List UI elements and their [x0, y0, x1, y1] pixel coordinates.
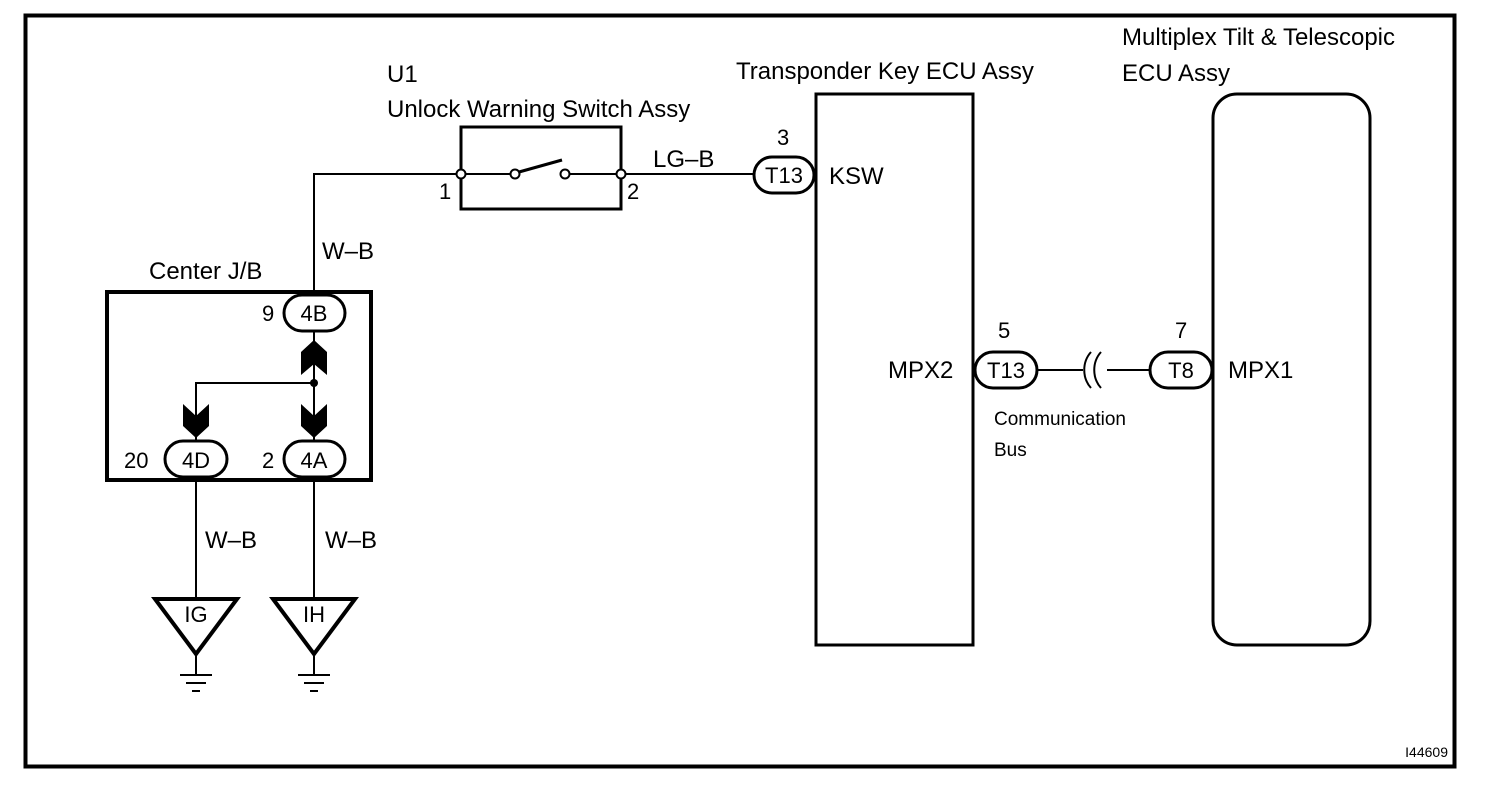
switch-name: Unlock Warning Switch Assy: [387, 96, 690, 123]
jb-internal-branch: [195, 382, 314, 440]
transponder-ecu-name: Transponder Key ECU Assy: [736, 58, 1034, 85]
switch-body: [459, 125, 623, 211]
ground-ih-label: IH: [303, 602, 325, 627]
connector-4a: [282, 439, 347, 479]
wire-break-icon: [1083, 351, 1102, 389]
ground-ig: IG: [151, 597, 241, 692]
connector-4d: [163, 439, 229, 479]
jb-4b-pin: 9: [262, 301, 274, 326]
connector-4b-label: 4B: [301, 301, 328, 326]
ground-ig-label: IG: [184, 602, 207, 627]
diagram-frame: [23, 13, 1457, 769]
connector-t13-ksw-label: T13: [765, 163, 803, 188]
bus-label-line1: Communication: [994, 409, 1126, 430]
wire-color-w-b-top: W–B: [322, 238, 374, 265]
ground-icon: [298, 674, 330, 692]
ground-icon: [180, 674, 212, 692]
connector-t13-mpx2-label: T13: [987, 358, 1025, 383]
transponder-ecu-body: [814, 92, 975, 647]
connector-t8: [1148, 350, 1214, 390]
connector-4a-label: 4A: [301, 448, 328, 473]
wire-color-w-b-ig: W–B: [205, 527, 257, 554]
terminal-ksw: KSW: [829, 163, 884, 190]
switch-pin-2: 2: [627, 179, 639, 204]
ksw-pin: 3: [777, 125, 789, 150]
mpx2-pin: 5: [998, 318, 1010, 343]
jb-4a-pin: 2: [262, 448, 274, 473]
connector-4b: [282, 293, 347, 333]
connector-t13-ksw: [752, 155, 816, 195]
bus-label-line2: Bus: [994, 440, 1027, 461]
connector-4d-label: 4D: [182, 448, 210, 473]
figure-id: I44609: [1405, 744, 1448, 760]
chevron-down-icon: [301, 404, 327, 438]
wire-color-w-b-ih: W–B: [325, 527, 377, 554]
terminal-mpx2: MPX2: [888, 357, 953, 384]
center-jb-name: Center J/B: [149, 258, 262, 285]
multiplex-ecu-name-line2: ECU Assy: [1122, 60, 1230, 87]
ground-ih: IH: [269, 597, 359, 692]
connector-t8-label: T8: [1168, 358, 1194, 383]
switch-pin-1: 1: [439, 179, 451, 204]
jb-4d-pin: 20: [124, 448, 148, 473]
wire-w-b-top: [313, 173, 457, 292]
wire-color-lg-b: LG–B: [653, 146, 714, 173]
switch-symbol-icon: [455, 158, 627, 180]
center-jb-body: [105, 290, 373, 482]
switch-code: U1: [387, 61, 418, 88]
junction-dot-icon: [310, 379, 318, 387]
terminal-mpx1: MPX1: [1228, 357, 1293, 384]
chevron-down-icon: [183, 404, 209, 438]
chevron-up-icon: [301, 340, 327, 375]
mpx1-pin: 7: [1175, 318, 1187, 343]
multiplex-ecu-name-line1: Multiplex Tilt & Telescopic: [1122, 24, 1395, 51]
